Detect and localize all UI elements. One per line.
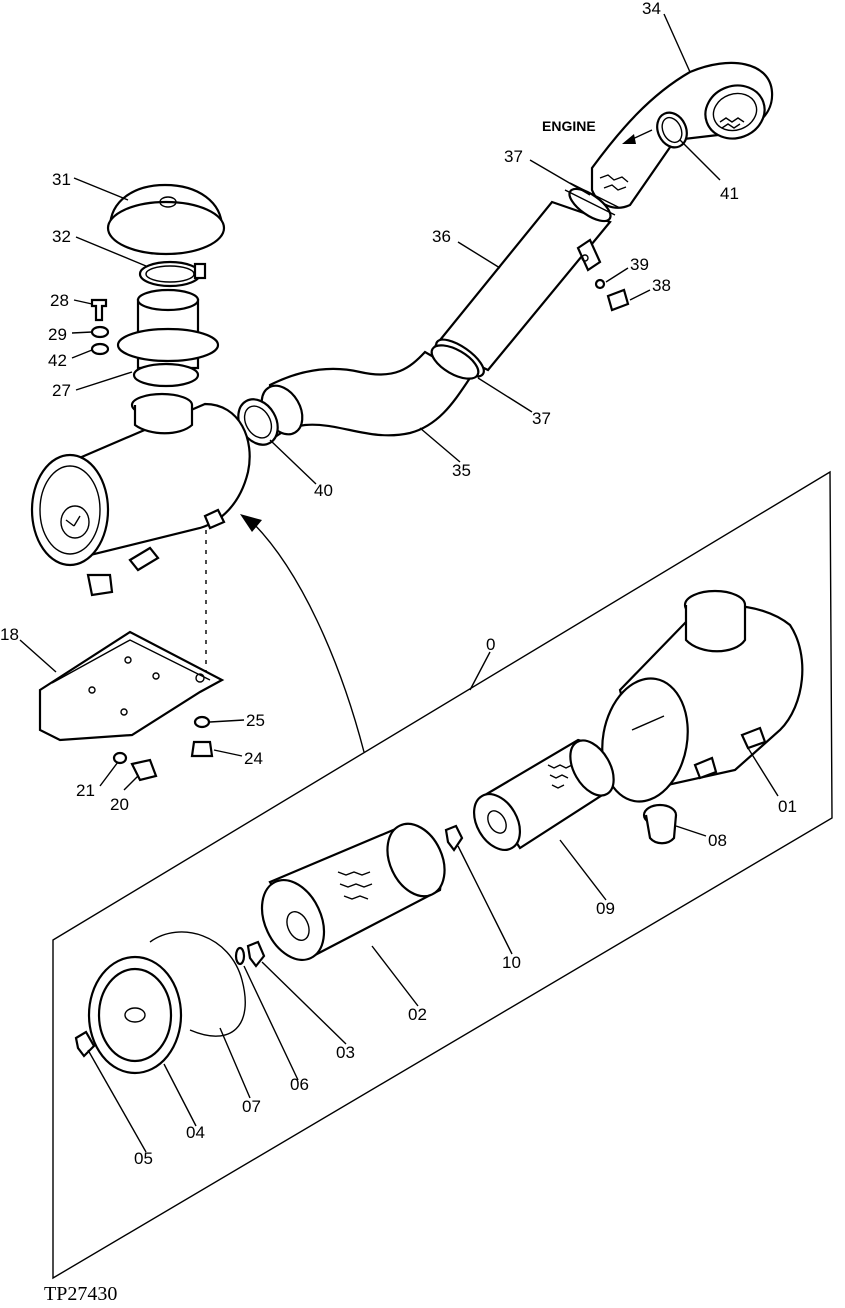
callout-24: 24 — [244, 749, 263, 768]
callout-34: 34 — [642, 0, 661, 18]
callout-32: 32 — [52, 227, 71, 246]
leader-37a — [529, 159, 591, 196]
dust-valve — [642, 803, 678, 845]
washer-25 — [193, 715, 211, 729]
callout-39: 39 — [630, 255, 649, 274]
band-clamp-07 — [149, 931, 246, 1037]
callout-03: 03 — [336, 1043, 355, 1062]
exploded-view-panel — [52, 470, 833, 1280]
callout-41: 41 — [720, 184, 739, 203]
leader-37b — [477, 377, 533, 413]
callout-35: 35 — [452, 461, 471, 480]
canister-body — [601, 589, 804, 803]
leader-08 — [675, 825, 707, 837]
leader-03 — [261, 961, 347, 1045]
leader-29 — [71, 331, 93, 334]
inlet-tube — [116, 288, 220, 388]
cap-screw-28 — [90, 298, 108, 322]
callout-18: 18 — [0, 625, 19, 644]
elbow-clamp — [656, 111, 688, 149]
leader-39 — [605, 267, 629, 283]
callout-37-lower: 37 — [532, 409, 551, 428]
wing-nut-03 — [246, 940, 266, 968]
callout-37-upper: 37 — [504, 147, 523, 166]
bracket-washer — [594, 278, 606, 290]
callout-10: 10 — [502, 953, 521, 972]
hose-clamp — [237, 398, 279, 446]
leader-02 — [371, 945, 419, 1007]
leader-40 — [269, 439, 317, 485]
callout-21: 21 — [76, 781, 95, 800]
leader-06 — [243, 965, 299, 1081]
cap-clamp — [138, 260, 207, 288]
wing-nut-10 — [444, 824, 464, 852]
leader-38 — [629, 289, 651, 301]
leader-41 — [679, 139, 721, 181]
leader-27 — [75, 371, 133, 391]
callout-20: 20 — [110, 795, 129, 814]
callout-38: 38 — [652, 276, 671, 295]
callout-09: 09 — [596, 899, 615, 918]
leader-42 — [71, 349, 93, 359]
leader-04 — [163, 1063, 197, 1127]
callout-31: 31 — [52, 170, 71, 189]
leader-20 — [123, 775, 139, 791]
leader-36 — [457, 241, 501, 269]
callout-05: 05 — [134, 1149, 153, 1168]
engine-label: ENGINE — [542, 118, 596, 134]
callout-08: 08 — [708, 831, 727, 850]
mounting-bracket — [38, 630, 225, 742]
leader-21 — [99, 761, 119, 787]
nut-24 — [190, 740, 214, 758]
callout-25: 25 — [246, 711, 265, 730]
primary-element — [260, 822, 446, 961]
callout-27: 27 — [52, 381, 71, 400]
callout-01: 01 — [778, 797, 797, 816]
leader-24 — [213, 749, 243, 757]
engine-arrow-head — [622, 134, 636, 144]
lock-washer-29 — [90, 325, 110, 339]
callout-0: 0 — [486, 635, 495, 654]
leader-28 — [73, 299, 93, 305]
leader-05 — [87, 1049, 147, 1153]
leader-31 — [73, 177, 129, 201]
leader-10 — [457, 845, 513, 955]
callout-42: 42 — [48, 351, 67, 370]
callout-06: 06 — [290, 1075, 309, 1094]
air-cleaner-body — [30, 392, 251, 597]
washer-42 — [90, 342, 110, 356]
leader-18 — [19, 639, 57, 673]
bracket-bolt — [606, 288, 630, 312]
callout-40: 40 — [314, 481, 333, 500]
callout-02: 02 — [408, 1005, 427, 1024]
precleaner-cap — [106, 183, 226, 256]
washer-21 — [112, 751, 128, 765]
end-cover — [87, 955, 183, 1075]
callout-29: 29 — [48, 325, 67, 344]
leader-34 — [663, 13, 691, 73]
leader-32 — [75, 236, 147, 267]
leader-35 — [419, 427, 461, 463]
tube-bracket — [576, 238, 602, 272]
callout-07: 07 — [242, 1097, 261, 1116]
callout-36: 36 — [432, 227, 451, 246]
gasket-06 — [234, 946, 246, 966]
bolt-20 — [130, 758, 158, 782]
lower-hose — [260, 344, 480, 440]
figure-id: TP27430 — [44, 1283, 117, 1305]
safety-element — [472, 738, 615, 851]
leader-07 — [219, 1027, 251, 1099]
leader-25 — [209, 719, 245, 723]
assembly-arrow-head — [240, 514, 262, 532]
assembly-arrow — [251, 521, 365, 753]
leader-09 — [559, 839, 607, 901]
callout-04: 04 — [186, 1123, 205, 1142]
leader-01 — [747, 747, 779, 797]
callout-28: 28 — [50, 291, 69, 310]
leader-0 — [469, 651, 491, 691]
